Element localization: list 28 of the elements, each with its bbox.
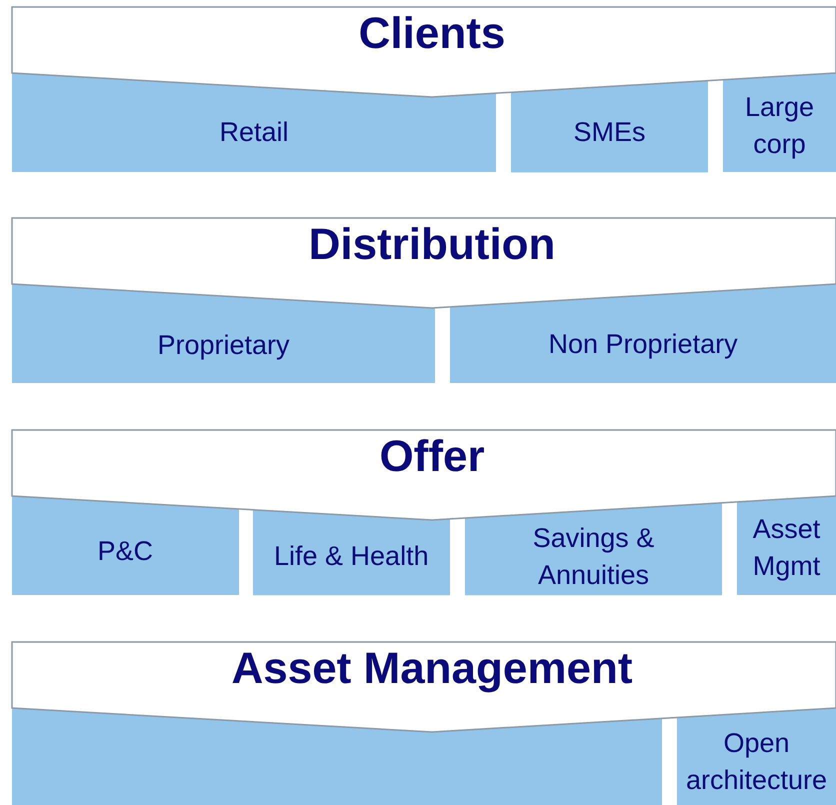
- segment-label: Asset Mgmt: [752, 513, 822, 584]
- band-title: Offer: [378, 432, 486, 482]
- segment-label: Large corp: [744, 90, 816, 161]
- segment-box: [12, 284, 435, 383]
- segment-box: [723, 73, 836, 172]
- segment-box: [677, 708, 836, 805]
- band-title: Clients: [358, 9, 506, 59]
- segment-label: Savings & Annuities: [532, 522, 656, 592]
- chevron-header: [12, 7, 836, 97]
- segment-box: [12, 73, 496, 172]
- band-title: Asset Management: [230, 644, 634, 694]
- chevron-header: [12, 218, 836, 308]
- segment-box: [737, 496, 836, 595]
- segment-label: P&C: [98, 535, 154, 568]
- segment-label: Retail: [220, 116, 289, 150]
- segment-label: Life & Health: [274, 540, 429, 574]
- segment-label: Proprietary: [158, 328, 290, 362]
- segment-box: [511, 80, 708, 172]
- segment-box: [253, 510, 450, 595]
- segment-label: SMEs: [574, 116, 646, 149]
- chevron-header: [12, 430, 836, 520]
- segment-box: [12, 708, 662, 805]
- chevron-header: [12, 642, 836, 732]
- segment-box: [450, 284, 836, 383]
- segment-box: [12, 496, 239, 595]
- segment-label: Non Proprietary: [548, 328, 738, 362]
- segment-label: Open architecture: [684, 727, 828, 798]
- band-title: Distribution: [308, 220, 556, 270]
